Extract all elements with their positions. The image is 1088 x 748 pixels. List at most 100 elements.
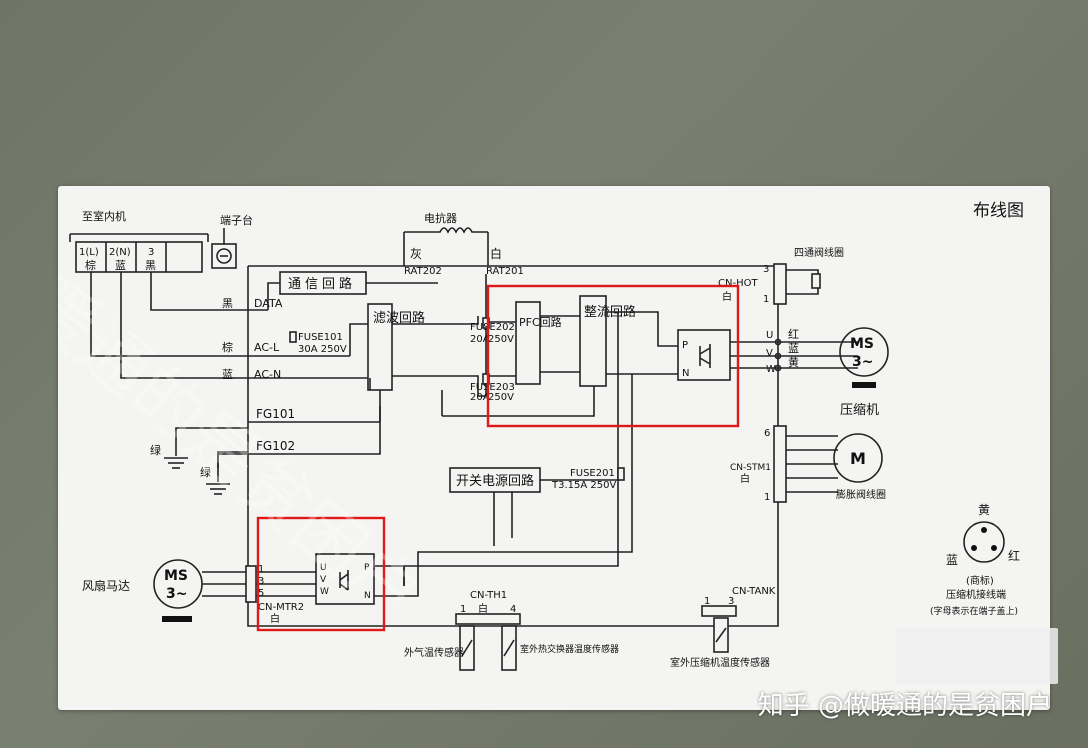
fan-ipm-block [315, 553, 375, 605]
fan-phase-label: 3~ [166, 586, 187, 602]
reactor-gray-label: 灰 [410, 247, 422, 261]
fan-pin3: 3 [258, 576, 264, 587]
wire-blue-label: 蓝 [222, 368, 233, 381]
fuse101-rating: 30A 250V [298, 344, 347, 355]
fan-ipm-w: W [320, 587, 329, 597]
credit-background [896, 628, 1058, 684]
cn-th1-label: CN-TH1 [470, 590, 507, 601]
expansion-valve-motor-symbol [833, 433, 883, 483]
four-way-valve-label: 四通阀线圈 [794, 246, 844, 259]
highlight-fan-drive [256, 516, 386, 632]
ground2-green-label: 绿 [200, 465, 211, 479]
fuse202-rating-b: 250V [488, 334, 514, 345]
cn-hot-pin1: 1 [763, 294, 769, 305]
cn-th1-connector [455, 613, 521, 625]
wiring-diagram: 布线图 至室内机 1(L) 棕 2(N) 蓝 3 黑 端子台 黑 DATA 棕 … [58, 201, 1024, 671]
cn-mtr2-label: CN-MTR2 [258, 602, 304, 613]
compressor-temp-sensor-label: 室外压缩机温度传感器 [670, 656, 770, 669]
wire-black-label: 黑 [222, 297, 233, 310]
fan-ipm-p: P [364, 563, 370, 573]
wiring-label-plate: 布线图 至室内机 1(L) 棕 2(N) 蓝 3 黑 端子台 黑 DATA 棕 … [58, 186, 1050, 710]
fuse202-name: FUSE202 [470, 322, 515, 333]
reactor-label: 电抗器 [424, 211, 457, 225]
compressor-label: 压缩机 [840, 402, 879, 418]
cn-stm1-color: 白 [740, 472, 750, 485]
cn-tank-connector [701, 605, 737, 617]
four-way-valve-coil [811, 273, 821, 289]
comm-circuit-label: 通信回路 [288, 276, 356, 292]
indoor-unit-label: 至室内机 [82, 209, 126, 223]
compressor-motor-symbol [839, 327, 889, 377]
terminal-block-label: 端子台 [220, 213, 253, 227]
terminal-2-number: 2(N) [109, 247, 131, 258]
fuse101 [289, 331, 297, 343]
fuse101-name: FUSE101 [298, 332, 343, 343]
smps-block [449, 467, 541, 493]
legend-note: (字母表示在端子盖上) [930, 605, 1018, 617]
reactor-white-label: 白 [490, 246, 502, 261]
w-yellow-label: 黄 [788, 355, 799, 369]
fuse202-rating-a: 20A [470, 334, 490, 345]
hx-temp-sensor-label: 室外热交换器温度传感器 [520, 643, 619, 655]
compressor-ms-label: MS [850, 336, 874, 352]
fuse203-rating-b: 250V [488, 392, 514, 403]
terminal-1-color: 棕 [85, 258, 96, 272]
cn-th1-pin4: 4 [510, 604, 516, 615]
rat201-label: RAT201 [486, 266, 524, 277]
compressor-phase-label: 3~ [852, 354, 873, 370]
expansion-valve-m-label: M [850, 449, 866, 468]
expansion-valve-label: 膨胀阀线圈 [836, 488, 886, 501]
cn-stm1-label: CN-STM1 [730, 463, 771, 473]
pfc-circuit-block [515, 301, 541, 385]
compressor-ipm-block [677, 329, 731, 381]
fuse203-name: FUSE203 [470, 382, 515, 393]
rectifier-circuit-block [579, 295, 607, 387]
fuse201-name: FUSE201 [570, 468, 615, 479]
ground1-green-label: 绿 [150, 443, 161, 457]
cn-th1-pin1: 1 [460, 604, 466, 615]
smps-label: 开关电源回路 [456, 473, 534, 489]
cn-tank-pin1: 1 [704, 596, 710, 607]
legend-red: 红 [1008, 548, 1020, 563]
fan-motor-label: 风扇马达 [82, 578, 130, 593]
acn-label: AC-N [254, 368, 281, 381]
fuse203-rating-a: 20A [470, 392, 490, 403]
cn-th1-color: 白 [478, 602, 488, 615]
wire-brown-label: 棕 [222, 340, 233, 354]
fan-pin5: 5 [258, 588, 264, 599]
terminal-3-color: 黑 [145, 259, 156, 272]
fuse201-rating: T3.15A 250V [551, 480, 616, 491]
highlight-compressor-drive [486, 284, 740, 428]
cn-hot-label: CN-HOT [718, 278, 758, 289]
u-red-label: 红 [788, 328, 799, 341]
fg101-label: FG101 [256, 407, 295, 421]
compressor-terminal-symbol [963, 521, 1005, 563]
cn-mtr2-color: 白 [270, 612, 280, 625]
filter-circuit-label: 滤波回路 [373, 310, 425, 326]
cn-tank-pin3: 3 [728, 596, 734, 607]
acl-label: AC-L [254, 341, 280, 354]
indoor-terminal-block [75, 241, 203, 273]
ipm-u-label: U [766, 330, 773, 341]
cn-hot-color: 白 [722, 290, 732, 303]
cn-mtr2-connector [245, 565, 257, 603]
cn-hot-connector [773, 263, 787, 305]
terminal-1-number: 1(L) [79, 247, 99, 258]
credit-watermark: 知乎 @做暖通的是贫困户 [757, 691, 1052, 721]
cn-stm1-pin1: 1 [764, 492, 770, 503]
rat202-label: RAT202 [404, 266, 442, 277]
cn-tank-label: CN-TANK [732, 586, 776, 597]
diagram-title: 布线图 [973, 201, 1024, 221]
pfc-circuit-label: PFC回路 [519, 316, 562, 329]
ipm-v-label: V [766, 348, 773, 359]
legend-title: 压缩机接线端 [946, 588, 1006, 601]
cn-hot-pin3: 3 [763, 264, 769, 275]
ipm-n-label: N [682, 368, 689, 379]
terminal-3-number: 3 [148, 247, 154, 258]
fan-pin1: 1 [258, 564, 264, 575]
fan-ipm-v: V [320, 575, 327, 585]
ipm-p-label: P [682, 340, 688, 351]
outdoor-air-sensor-label: 外气温传感器 [404, 646, 464, 659]
legend-blue: 蓝 [946, 553, 958, 567]
fan-ipm-u: U [320, 563, 327, 573]
